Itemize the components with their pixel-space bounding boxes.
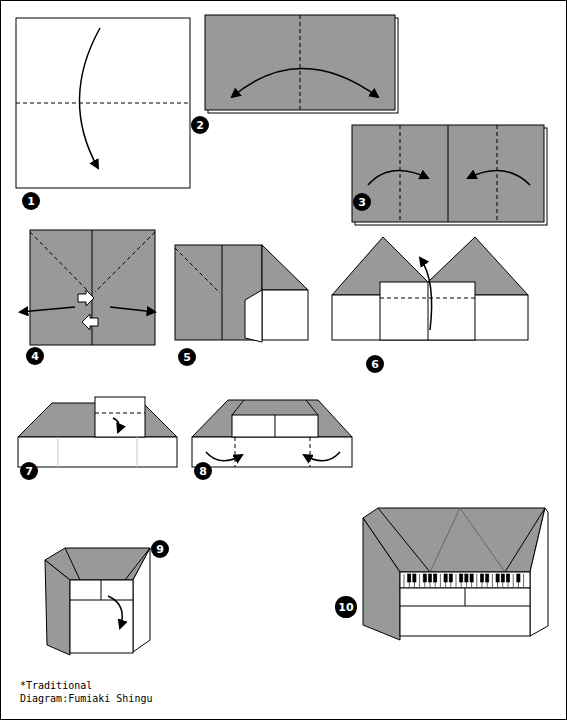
step-number: 5	[183, 352, 191, 363]
black-key	[480, 574, 483, 582]
piano-key-line	[419, 574, 420, 587]
step-number: 7	[25, 466, 33, 477]
piano-key-line	[492, 574, 493, 587]
piano-key-line	[440, 574, 441, 587]
step-circle: 7	[20, 462, 38, 480]
black-key	[465, 574, 468, 582]
black-key	[506, 574, 509, 582]
black-key	[408, 574, 411, 582]
black-key	[501, 574, 504, 582]
step-circle: 1	[22, 192, 40, 210]
piano-key-line	[513, 574, 514, 587]
black-key	[444, 574, 447, 582]
step-number: 2	[196, 120, 204, 131]
black-key	[470, 574, 473, 582]
black-key	[517, 574, 520, 582]
piano-key-line	[523, 574, 524, 587]
step-number: 4	[31, 351, 39, 362]
piano-key-line	[456, 574, 457, 587]
credit-note: Diagram:Fumiaki Shingu	[20, 693, 152, 705]
step-circle: 9	[151, 540, 169, 558]
credit-note: *Traditional	[20, 680, 92, 692]
step-circle: 3	[353, 193, 371, 211]
step-circle: 8	[194, 462, 212, 480]
black-key	[460, 574, 463, 582]
step-circle: 5	[178, 348, 196, 366]
black-key	[428, 574, 431, 582]
black-key	[434, 574, 437, 582]
black-key	[486, 574, 489, 582]
piano-key-line	[404, 574, 405, 587]
piano-key-line	[476, 574, 477, 587]
black-key	[496, 574, 499, 582]
black-key	[449, 574, 452, 582]
step-circle: 4	[26, 347, 44, 365]
step-number: 10	[338, 602, 353, 613]
step-number: 6	[371, 359, 379, 370]
step-circle: 10	[335, 596, 356, 617]
step-number: 1	[27, 196, 35, 207]
black-key	[413, 574, 416, 582]
step-circle: 2	[191, 116, 209, 134]
step-number: 3	[358, 197, 366, 208]
black-key	[423, 574, 426, 582]
step-number: 8	[199, 466, 207, 477]
step-circle: 6	[366, 355, 384, 373]
step-number: 9	[156, 544, 164, 555]
